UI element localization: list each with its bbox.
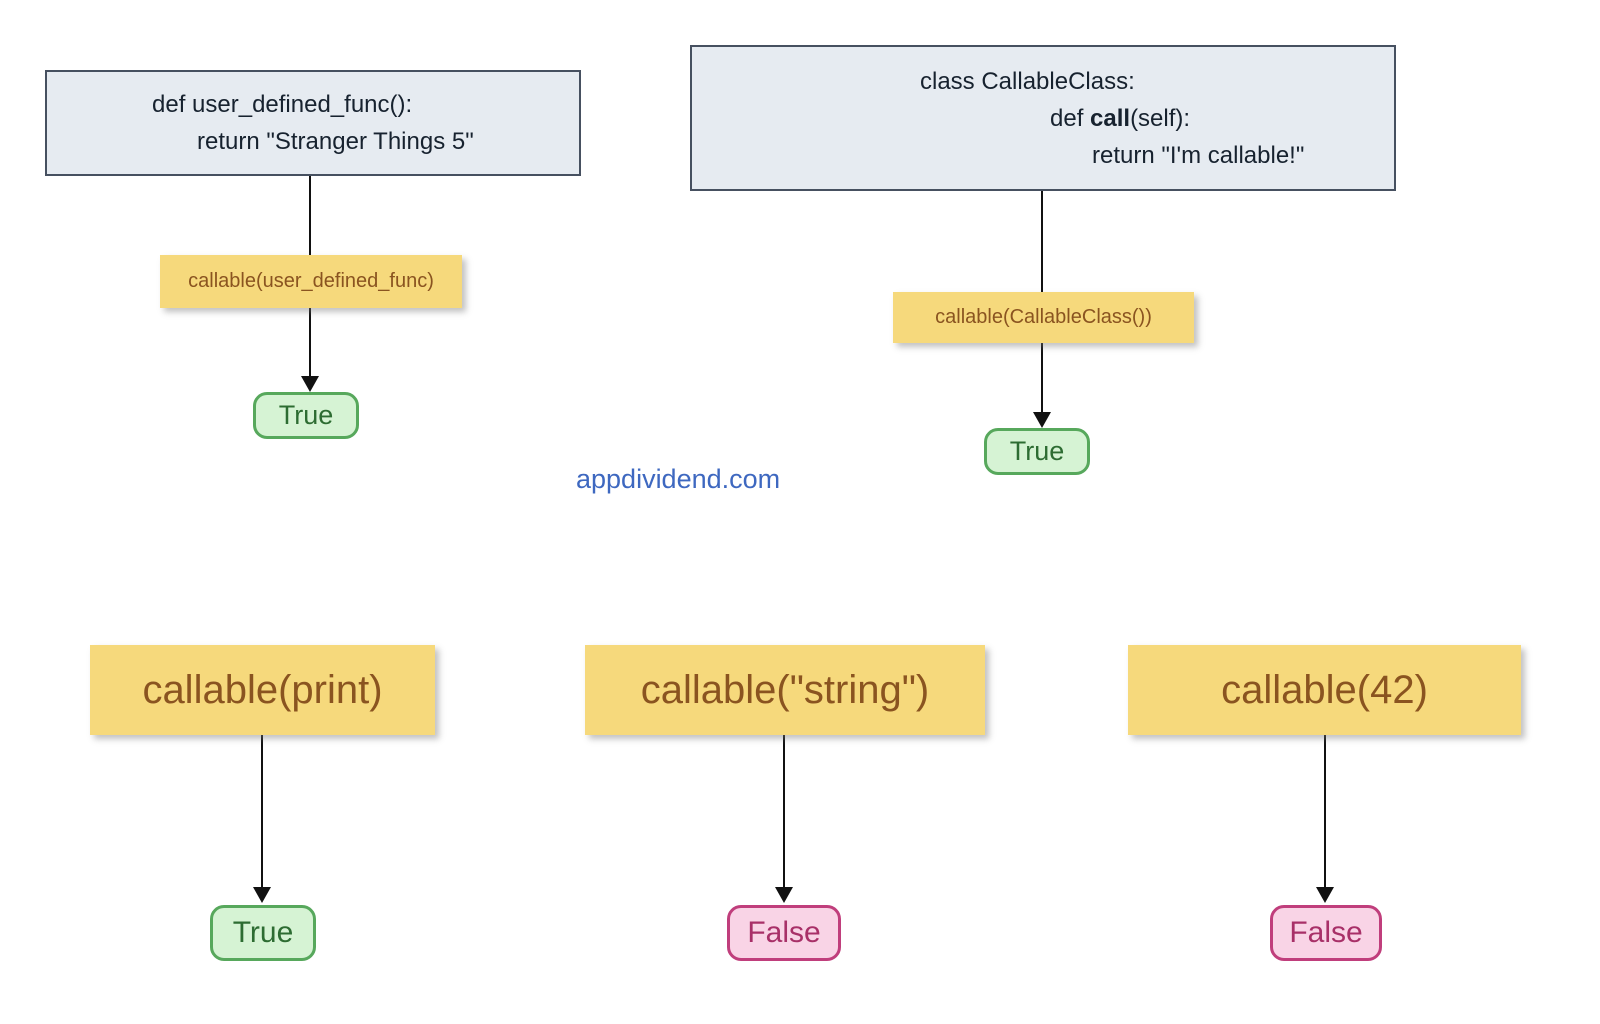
arrow-down-line (783, 735, 785, 887)
code-line: return "Stranger Things 5" (197, 128, 474, 155)
call-label-integer: callable(42) (1128, 645, 1521, 735)
call-label-print: callable(print) (90, 645, 435, 735)
call-label-callable-class: callable(CallableClass()) (893, 292, 1194, 343)
code-segment: def (1050, 104, 1091, 132)
call-label-string: callable("string") (585, 645, 985, 735)
call-label-user-defined-func: callable(user_defined_func) (160, 255, 462, 308)
code-segment-bold: call (1090, 104, 1131, 132)
code-line: def user_defined_func(): (152, 91, 413, 118)
arrow-down-line (261, 735, 263, 887)
arrow-down-head-icon (1316, 887, 1334, 903)
arrow-down-head-icon (253, 887, 271, 903)
arrow-down-head-icon (301, 376, 319, 392)
code-line: class CallableClass: (920, 67, 1135, 95)
result-badge-false: False (727, 905, 841, 961)
code-line: def call(self): (1050, 100, 1394, 137)
arrow-down-head-icon (775, 887, 793, 903)
watermark-text: appdividend.com (576, 464, 781, 494)
result-badge-true: True (210, 905, 316, 961)
result-badge-true: True (253, 392, 359, 439)
code-box-user-defined-func: def user_defined_func(): return "Strange… (45, 70, 581, 176)
code-box-callable-class: class CallableClass: def call(self): ret… (690, 45, 1396, 191)
result-badge-false: False (1270, 905, 1382, 961)
result-badge-true: True (984, 428, 1090, 475)
arrow-down-head-icon (1033, 412, 1051, 428)
code-line: return "I'm callable!" (1092, 141, 1305, 169)
arrow-down-line (1324, 735, 1326, 887)
code-segment: (self): (1130, 104, 1191, 132)
